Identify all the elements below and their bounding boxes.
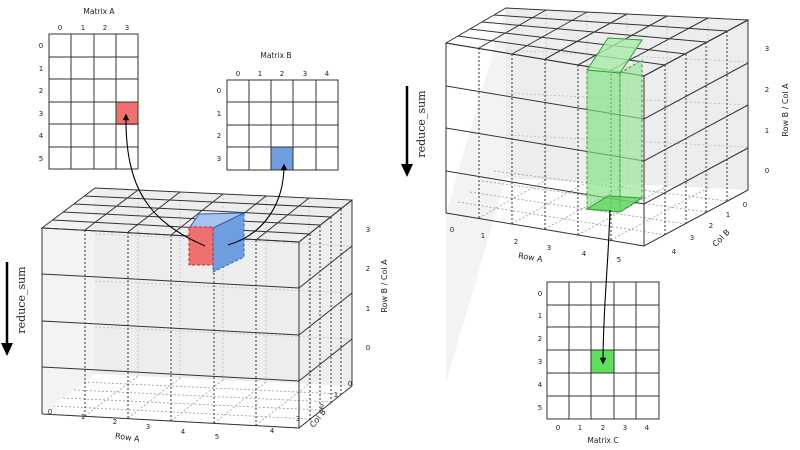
- left-cube: 0 1 2 3 4 5 Row A 0 1 2 3 4 Col B 0 1 2 …: [40, 187, 389, 444]
- matrix-b-row-tick: 1: [217, 110, 221, 118]
- matrix-c-row-tick: 4: [538, 381, 543, 389]
- matrix-c-row-tick: 5: [538, 404, 542, 412]
- left-cube-red-cell: [188, 226, 214, 266]
- right-cube-row-tick: 4: [582, 250, 587, 258]
- matrix-b-col-tick: 2: [280, 70, 284, 78]
- left-cube-row-tick: 3: [146, 423, 150, 431]
- matrix-a-col-tick: 2: [103, 24, 107, 32]
- matrix-b-row-tick: 2: [217, 132, 221, 140]
- right-cube-depth-tick: 0: [765, 167, 769, 175]
- matrix-b-highlight-cell: [271, 147, 293, 170]
- matrix-c-row-tick: 0: [538, 290, 542, 298]
- right-cube-col-tick: 3: [690, 234, 694, 242]
- left-cube-depth-label: Row B / Col A: [380, 259, 389, 313]
- matrix-a-highlight-cell: [116, 102, 138, 125]
- left-cube-depth-tick: 3: [366, 226, 370, 234]
- reduce-sum-left: reduce_sum: [1, 262, 28, 356]
- matrix-a-col-tick: 3: [125, 24, 129, 32]
- matrix-c-col-tick: 3: [623, 424, 627, 432]
- arrow-cube-to-matrix-c: [599, 209, 611, 365]
- matrix-a-row-tick: 3: [39, 110, 43, 118]
- matrix-a-row-tick: 1: [39, 65, 43, 73]
- right-cube-col-label: Col B: [711, 228, 732, 249]
- left-cube-depth-tick: 1: [366, 305, 370, 313]
- right-cube-row-tick: 0: [450, 226, 454, 234]
- matrix-a-title: Matrix A: [83, 7, 115, 16]
- matrix-c-col-tick: 4: [645, 424, 650, 432]
- matrix-c-title: Matrix C: [587, 436, 618, 445]
- right-cube-row-tick: 1: [481, 232, 485, 240]
- left-cube-col-tick: 3: [296, 415, 300, 423]
- right-cube-depth-tick: 1: [765, 127, 769, 135]
- left-cube-col-tick: 1: [334, 391, 338, 399]
- matrix-c: Matrix C 0 1 2 3 4 0 1 2 3 4 5: [538, 281, 660, 445]
- right-cube-row-tick: 5: [617, 256, 621, 264]
- left-cube-row-tick: 4: [181, 428, 186, 436]
- matrix-b-col-tick: 0: [236, 70, 240, 78]
- right-cube-col-tick: 2: [709, 222, 713, 230]
- matrix-c-col-tick: 2: [601, 424, 605, 432]
- reduce-sum-left-label: reduce_sum: [15, 266, 28, 334]
- matrix-b-col-tick: 3: [303, 70, 307, 78]
- right-cube: 0 1 2 3 4 5 Row A 0 1 2 3 4 Col B 0 1 2 …: [444, 7, 790, 383]
- matrix-b: Matrix B 0 1 2 3 4 0 1 2 3: [217, 51, 339, 171]
- matrix-a-col-tick: 1: [81, 24, 85, 32]
- right-cube-green-column: [585, 37, 644, 213]
- right-cube-row-tick: 3: [547, 244, 551, 252]
- left-cube-col-tick: 2: [320, 403, 324, 411]
- matrix-a-col-tick: 0: [58, 24, 62, 32]
- left-cube-col-tick: 4: [270, 427, 275, 435]
- matrix-c-col-tick: 0: [556, 424, 560, 432]
- left-cube-col-tick: 0: [348, 380, 352, 388]
- matrix-c-row-tick: 2: [538, 335, 542, 343]
- right-cube-depth-label: Row B / Col A: [781, 83, 790, 137]
- right-cube-col-tick: 0: [743, 201, 747, 209]
- right-cube-depth-tick: 3: [765, 45, 769, 53]
- left-cube-row-label: Row A: [115, 431, 141, 443]
- matrix-b-row-tick: 3: [217, 155, 221, 163]
- arrow-matrix-a-to-cube: [122, 113, 206, 247]
- matrix-b-col-tick: 1: [258, 70, 262, 78]
- reduce-sum-right: reduce_sum: [401, 86, 428, 177]
- matrix-c-row-tick: 3: [538, 358, 542, 366]
- arrow-matrix-b-to-cube: [227, 163, 288, 246]
- connector-arrows: [122, 113, 611, 365]
- matrix-a-row-tick: 5: [39, 155, 43, 163]
- left-cube-row-tick: 5: [215, 433, 219, 441]
- matrix-c-row-tick: 1: [538, 312, 542, 320]
- matrix-a-row-tick: 0: [39, 42, 43, 50]
- matrix-a-row-tick: 2: [39, 87, 43, 95]
- right-cube-col-tick: 4: [672, 248, 677, 256]
- left-cube-depth-tick: 2: [366, 265, 370, 273]
- matrix-a: Matrix A 0 1 2 3 0 1 2 3 4 5: [39, 7, 139, 170]
- right-cube-row-label: Row A: [518, 251, 544, 264]
- reduce-sum-right-label: reduce_sum: [415, 90, 428, 158]
- matrix-b-col-tick: 4: [325, 70, 330, 78]
- matrix-b-title: Matrix B: [260, 51, 291, 60]
- right-cube-depth-tick: 2: [765, 86, 769, 94]
- left-cube-row-tick: 0: [48, 408, 52, 416]
- left-cube-depth-tick: 0: [366, 344, 370, 352]
- matrix-a-row-tick: 4: [39, 132, 44, 140]
- left-cube-row-tick: 2: [113, 418, 117, 426]
- left-cube-col-label: Col B: [308, 408, 328, 430]
- matrix-b-row-tick: 0: [217, 87, 221, 95]
- left-cube-row-tick: 1: [81, 413, 85, 421]
- right-cube-col-tick: 1: [726, 211, 730, 219]
- right-cube-row-tick: 2: [514, 238, 518, 246]
- matrix-c-col-tick: 1: [578, 424, 582, 432]
